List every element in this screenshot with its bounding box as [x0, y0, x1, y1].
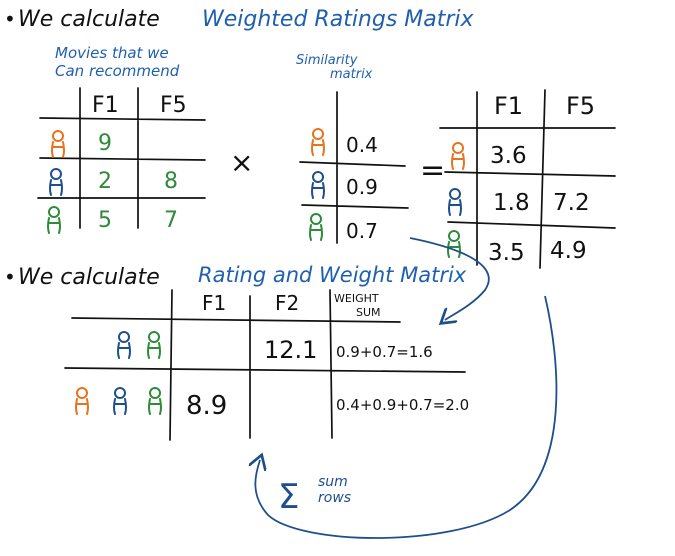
person-icon-navy: [117, 331, 131, 359]
movies-label-line2: Can recommend: [55, 62, 180, 80]
ratings-header-f5: F5: [160, 93, 187, 118]
rw-cell-f1: 8.9: [186, 391, 227, 421]
person-icon-green: [148, 387, 162, 415]
bullet-2: •: [4, 265, 16, 289]
ratings-header-f1: F1: [92, 93, 119, 118]
ratings-cell: 2: [98, 169, 112, 194]
rw-cell-f2: 12.1: [264, 336, 317, 364]
section1-prefix: We calculate: [18, 7, 160, 32]
sum-label-line1: sum: [318, 474, 348, 490]
person-icon-navy: [448, 188, 462, 216]
person-icon-green: [309, 213, 323, 241]
result-cell: 7.2: [553, 190, 590, 216]
ratings-cell: 7: [164, 208, 178, 233]
person-icon-navy: [311, 171, 325, 199]
person-icon-orange: [311, 128, 325, 156]
similarity-label-line1: Similarity: [296, 53, 358, 68]
weight-header-line2: SUM: [356, 306, 381, 319]
person-icon-orange: [75, 387, 89, 415]
section1-title: Weighted Ratings Matrix: [202, 7, 475, 32]
sigma-icon: Σ: [278, 477, 299, 517]
similarity-value: 0.4: [346, 133, 378, 157]
similarity-table: 0.4 0.9 0.7: [299, 91, 409, 244]
rating-weight-table: F1 F2 WEIGHT SUM 12.1 0.9+0.7=1.6 8.9 0.…: [64, 289, 469, 441]
result-cell: 3.6: [490, 143, 527, 169]
person-icon-orange: [51, 130, 65, 158]
result-cell: 1.8: [493, 190, 530, 216]
result-table: F1 F5 3.6 1.8 7.2 3.5 4.9: [439, 89, 616, 269]
multiply-sign: ×: [230, 146, 253, 179]
person-icon-green: [47, 206, 61, 234]
person-icon-navy: [49, 168, 63, 196]
bullet-1: •: [4, 7, 16, 31]
weight-header-line1: WEIGHT: [334, 292, 379, 305]
ratings-cell: 8: [164, 169, 178, 194]
similarity-value: 0.9: [346, 175, 378, 199]
rw-header-f1: F1: [202, 291, 226, 315]
similarity-value: 0.7: [346, 219, 378, 243]
result-header-f1: F1: [494, 92, 523, 120]
person-icon-orange: [451, 142, 465, 170]
arrow-to-weight-icon: [409, 237, 490, 320]
result-cell: 4.9: [550, 238, 587, 264]
arrow-sum-rows-icon: [255, 295, 558, 539]
person-icon-green: [147, 331, 161, 359]
person-icon-navy: [113, 387, 127, 415]
ratings-cell: 5: [98, 208, 112, 233]
rw-weight-row2: 0.4+0.9+0.7=2.0: [336, 396, 469, 414]
rw-header-f2: F2: [275, 291, 299, 315]
result-cell: 3.5: [488, 240, 525, 266]
movies-label-line1: Movies that we: [55, 44, 169, 62]
result-header-f5: F5: [566, 92, 595, 120]
ratings-table: F1 F5 9 2 8 5 7: [37, 87, 206, 234]
section2-title: Rating and Weight Matrix: [198, 263, 467, 287]
ratings-cell: 9: [98, 131, 112, 156]
rw-weight-row1: 0.9+0.7=1.6: [336, 343, 433, 361]
sum-label-line2: rows: [318, 490, 351, 506]
equals-sign: =: [420, 153, 445, 188]
section2-prefix: We calculate: [18, 265, 160, 290]
person-icon-green: [447, 230, 461, 258]
similarity-label-line2: matrix: [330, 67, 373, 82]
